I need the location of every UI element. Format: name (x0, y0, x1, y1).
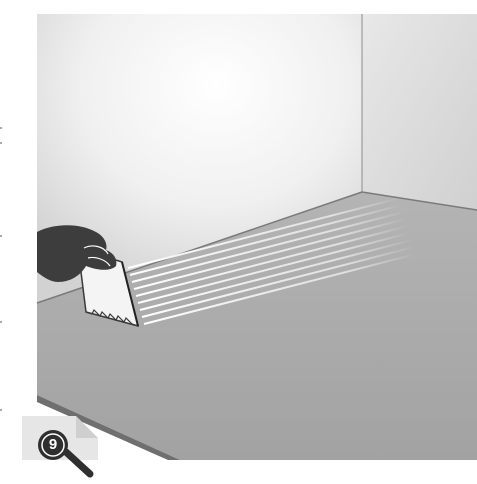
magnifier-handle (62, 448, 94, 478)
margin-ticks (0, 127, 2, 411)
hand-icon (37, 225, 117, 282)
right-wall (362, 14, 477, 210)
step-badge (22, 416, 98, 478)
adhesive-lines (127, 197, 417, 325)
floor-edge (37, 395, 180, 460)
back-wall (37, 14, 362, 303)
